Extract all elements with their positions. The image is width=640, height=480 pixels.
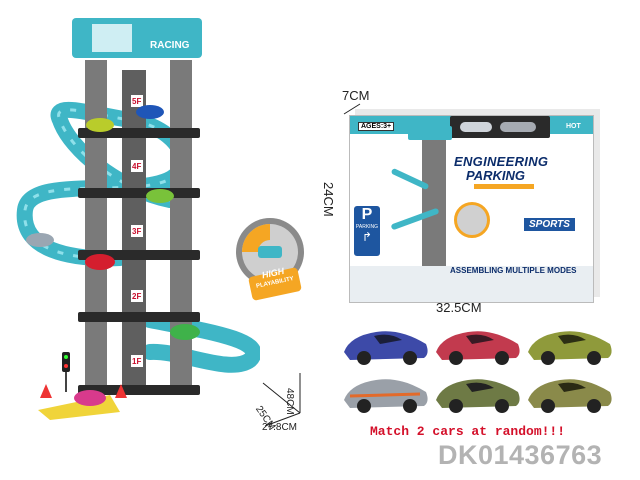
sports-label: SPORTS — [524, 218, 575, 231]
toy-dimension-axes — [262, 373, 301, 427]
floor-sign-1f: 1F — [132, 357, 141, 366]
box-width-label: 32.5CM — [436, 300, 482, 315]
car-khaki — [436, 379, 520, 413]
box-height-label: 24CM — [321, 182, 336, 217]
parking-letter: P — [361, 206, 373, 223]
toy-width-label: 27.8CM — [262, 422, 298, 433]
floor-sign-2f: 2F — [132, 292, 141, 301]
car-blue — [344, 331, 428, 365]
toy-height-label: 48CM — [284, 388, 295, 415]
car-gold — [528, 379, 612, 413]
car-silver — [344, 379, 428, 413]
age-label: AGES:3+ — [358, 122, 395, 131]
box-depth-label: 7CM — [342, 88, 370, 103]
parking-sign: P PARKING ↱ — [354, 206, 380, 256]
floor-sign-5f: 5F — [132, 97, 141, 106]
product-sku: DK01436763 — [438, 440, 603, 470]
package-title-line2: PARKING — [466, 168, 525, 183]
package-bottom-text: ASSEMBLING MULTIPLE MODES — [450, 266, 577, 275]
turn-arrow-icon: ↱ — [361, 230, 373, 244]
cars-caption: Match 2 cars at random!!! — [370, 424, 566, 439]
hot-badge: HOT — [562, 122, 585, 131]
high-playability-badge — [236, 218, 304, 301]
floor-sign-4f: 4F — [132, 162, 141, 171]
parking-tower-toy: RACING 5F 4F 3F 2F 1F — [16, 18, 260, 420]
lower-ramp — [142, 312, 260, 373]
roof-sign — [72, 18, 202, 58]
roof-label: RACING — [150, 40, 190, 51]
product-package: AGES:3+ HOT ENGINEERING PARKING P PARKIN… — [349, 115, 594, 303]
package-title-line1: ENGINEERING — [454, 154, 549, 169]
parking-word: PARKING — [355, 224, 379, 230]
car-red — [436, 331, 520, 365]
car-olive — [528, 331, 612, 365]
floor-sign-3f: 3F — [132, 227, 141, 236]
